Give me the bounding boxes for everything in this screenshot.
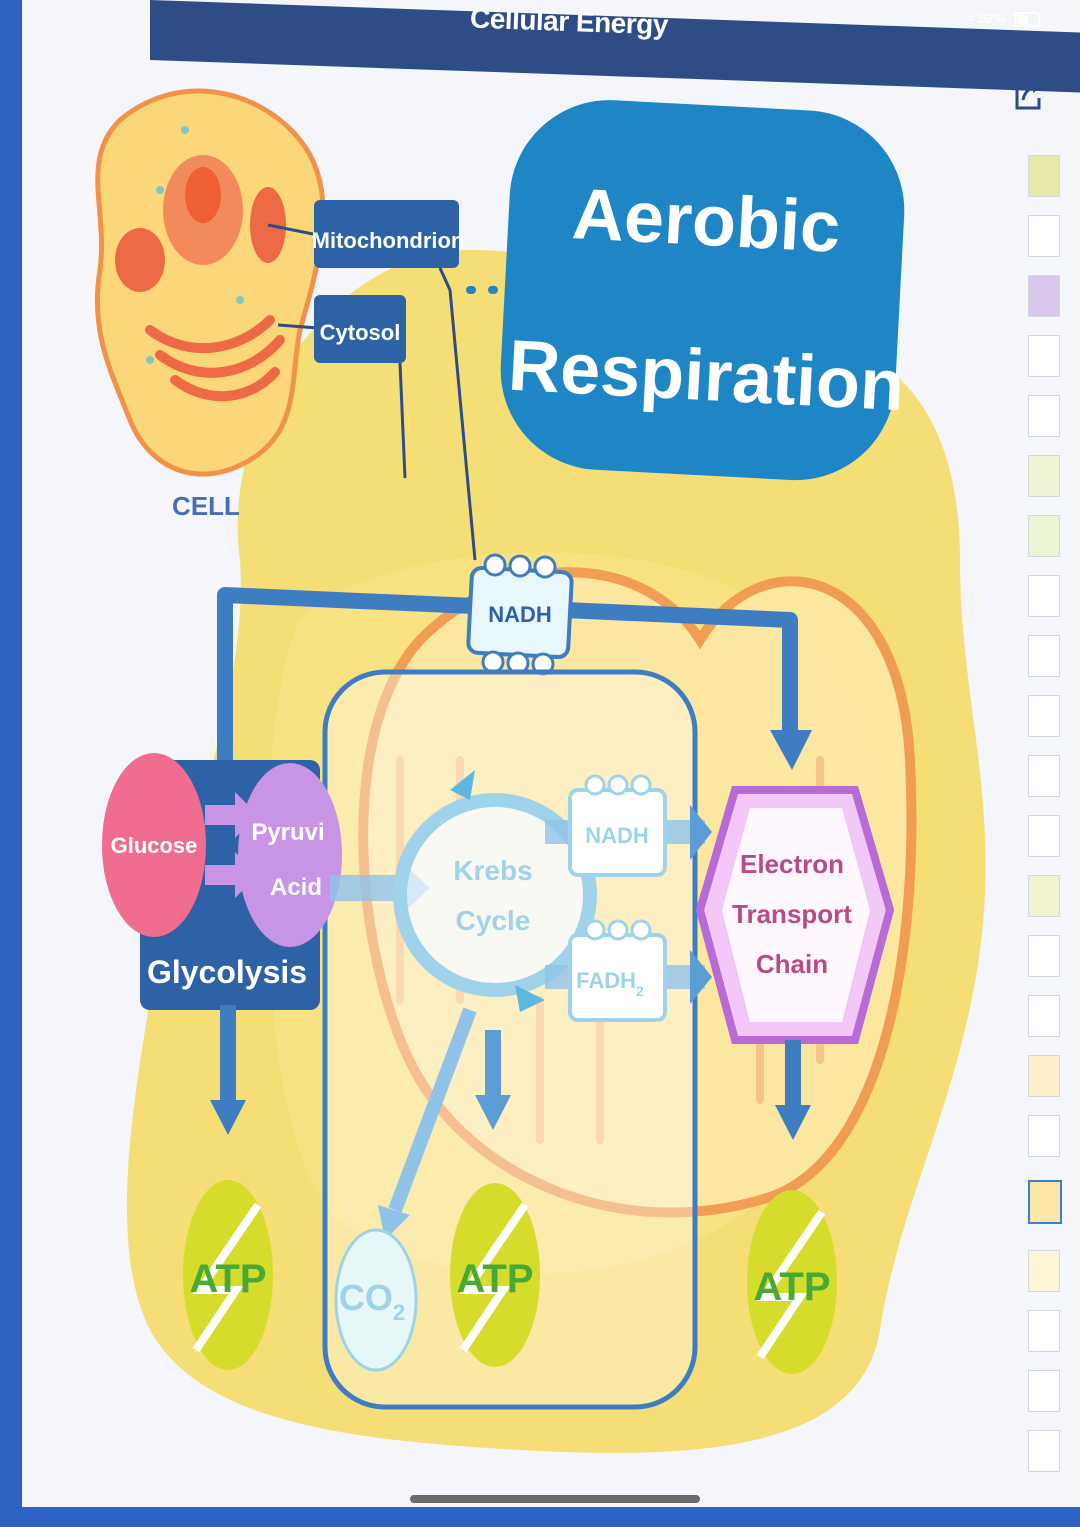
atp-mid-circle: [450, 1183, 540, 1367]
page-thumbnail[interactable]: [1028, 335, 1060, 377]
etc-label-1: Electron: [740, 849, 844, 879]
nadh-top-label: NADH: [488, 602, 552, 627]
cell-nucleolus: [185, 167, 221, 223]
page-thumbnail[interactable]: [1028, 455, 1060, 497]
co2-circle: [334, 1228, 418, 1372]
nadh-mid-label: NADH: [585, 823, 649, 848]
page-thumbnail[interactable]: [1028, 515, 1060, 557]
page-thumbnail[interactable]: [1028, 695, 1060, 737]
page-thumbnail[interactable]: [1028, 1055, 1060, 1097]
page-thumbnail[interactable]: [1028, 155, 1060, 197]
krebs-label-1: Krebs: [453, 855, 532, 886]
battery-percent: 52%: [978, 10, 1007, 26]
page-thumbnail-sidebar: [1022, 140, 1070, 1500]
mitochondrion-label-box: [314, 200, 459, 268]
atp-right-circle: [747, 1190, 837, 1374]
nadh-top-arrowhead: [770, 730, 812, 770]
krebs-atp-arrowhead: [475, 1095, 511, 1130]
glycolysis-atp-arrowhead: [210, 1100, 246, 1135]
glycolysis-label: Glycolysis: [147, 954, 307, 990]
cell-mitochondrion-left: [115, 228, 165, 292]
atp-right-label: ATP: [753, 1265, 830, 1309]
title-bubble: [500, 100, 905, 481]
page-thumbnail[interactable]: [1028, 995, 1060, 1037]
page-thumbnail[interactable]: [1028, 1250, 1060, 1292]
status-bar: ≈ 52%: [966, 10, 1040, 27]
page-thumbnail-active[interactable]: [1028, 1180, 1062, 1224]
cytosol-label: Cytosol: [320, 320, 401, 345]
pyruvic-acid-label-1: Pyruvi: [251, 819, 324, 846]
share-icon[interactable]: [1013, 78, 1045, 112]
etc-label-3: Chain: [756, 949, 828, 979]
etc-label-2: Transport: [732, 899, 852, 929]
atp-left-circle: [183, 1180, 273, 1370]
glycolysis-arrow-1: [205, 792, 258, 838]
page-thumbnail[interactable]: [1028, 935, 1060, 977]
glucose-label: Glucose: [111, 833, 198, 858]
cell-label: CELL: [172, 491, 240, 521]
bottom-edge-bar: [0, 1507, 1080, 1527]
page-thumbnail[interactable]: [1028, 635, 1060, 677]
home-indicator[interactable]: [410, 1495, 700, 1503]
battery-icon: [1014, 11, 1040, 27]
page-thumbnail[interactable]: [1028, 1430, 1060, 1472]
etc-atp-arrowhead: [775, 1105, 811, 1140]
co2-label: CO2: [339, 1277, 405, 1325]
krebs-label-2: Cycle: [456, 905, 531, 936]
page-thumbnail[interactable]: [1028, 275, 1060, 317]
cytosol-label-box: [314, 295, 406, 363]
page-thumbnail[interactable]: [1028, 815, 1060, 857]
fadh2-label: FADH2: [576, 968, 644, 999]
page-thumbnail[interactable]: [1028, 395, 1060, 437]
page-thumbnail[interactable]: [1028, 875, 1060, 917]
page-thumbnail[interactable]: [1028, 215, 1060, 257]
pyruvic-acid-circle: [238, 763, 342, 947]
atp-left-label: ATP: [189, 1257, 266, 1301]
glycolysis-arrow-2: [205, 852, 258, 898]
page-thumbnail[interactable]: [1028, 575, 1060, 617]
mitochondrion-label: Mitochondrion: [312, 228, 465, 253]
page-thumbnail[interactable]: [1028, 1115, 1060, 1157]
title-line-1: Aerobic: [570, 174, 842, 268]
cell-er: [145, 315, 285, 402]
pyruvic-acid-label-2: Acid: [270, 874, 322, 901]
wifi-icon: ≈: [966, 10, 975, 26]
page-thumbnail[interactable]: [1028, 1370, 1060, 1412]
page-thumbnail[interactable]: [1028, 1310, 1060, 1352]
page-thumbnail[interactable]: [1028, 755, 1060, 797]
left-edge-bar: [0, 0, 22, 1527]
atp-mid-label: ATP: [456, 1257, 533, 1301]
glucose-circle: [102, 753, 206, 937]
krebs-cycle-ring: [393, 793, 597, 997]
